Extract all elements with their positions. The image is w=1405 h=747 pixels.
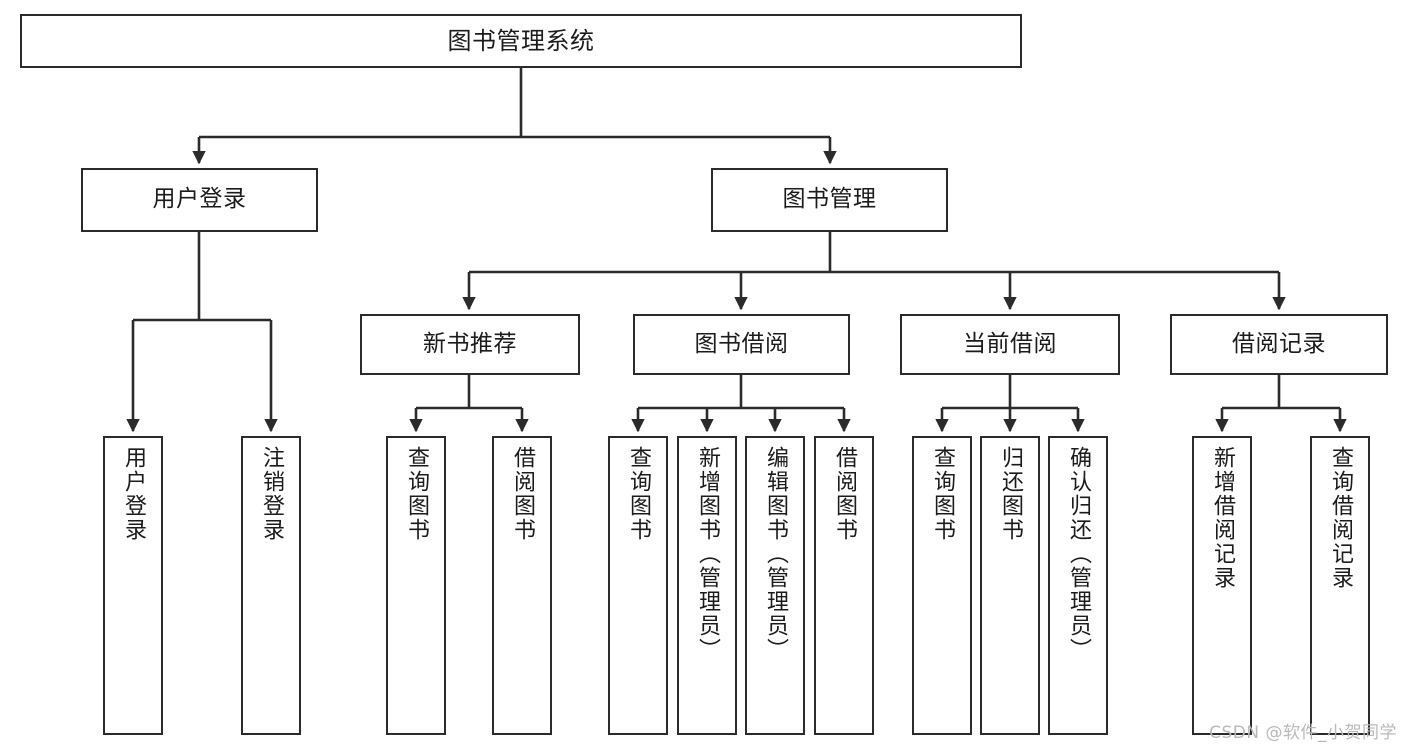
node-root-system[interactable]: 图书管理系统 [20, 14, 1022, 68]
node-user-login[interactable]: 用户登录 [81, 168, 318, 232]
leaf-query-book-recommend[interactable]: 查询图书 [386, 436, 446, 735]
node-label: 查询图书 [930, 446, 955, 542]
node-label: 查询借阅记录 [1328, 446, 1353, 590]
node-label: 当前借阅 [963, 330, 1057, 357]
node-label: 新增借阅记录 [1210, 446, 1235, 590]
leaf-borrow-book-recommend[interactable]: 借阅图书 [492, 436, 552, 735]
node-label: 新书推荐 [423, 330, 517, 357]
node-label: 查询图书 [404, 446, 429, 542]
leaf-query-book-borrow[interactable]: 查询图书 [608, 436, 668, 735]
node-book-borrow[interactable]: 图书借阅 [633, 314, 850, 375]
node-label: 注销登录 [259, 446, 284, 542]
node-new-book-recommend[interactable]: 新书推荐 [360, 314, 580, 375]
leaf-edit-book[interactable]: 编辑图书（管理员） [745, 436, 805, 735]
node-label: 借阅图书 [832, 446, 857, 542]
leaf-user-login[interactable]: 用户登录 [103, 436, 163, 735]
watermark-text: CSDN @软件_小贺同学 [1209, 723, 1397, 743]
leaf-return-book[interactable]: 归还图书 [980, 436, 1040, 735]
leaf-query-borrow-record[interactable]: 查询借阅记录 [1310, 436, 1370, 735]
node-borrow-record[interactable]: 借阅记录 [1170, 314, 1388, 375]
node-label: 图书管理系统 [447, 26, 595, 55]
leaf-borrow-book[interactable]: 借阅图书 [814, 436, 874, 735]
node-label: 图书借阅 [694, 330, 789, 357]
node-book-manage[interactable]: 图书管理 [711, 168, 948, 232]
node-label: 归还图书 [998, 446, 1023, 542]
node-current-borrow[interactable]: 当前借阅 [900, 314, 1120, 375]
leaf-add-book[interactable]: 新增图书（管理员） [677, 436, 737, 735]
node-label: 借阅记录 [1232, 330, 1326, 357]
node-label: 确认归还（管理员） [1066, 446, 1091, 662]
node-label: 借阅图书 [510, 446, 535, 542]
leaf-add-borrow-record[interactable]: 新增借阅记录 [1192, 436, 1252, 735]
leaf-query-book-current[interactable]: 查询图书 [912, 436, 972, 735]
leaf-confirm-return[interactable]: 确认归还（管理员） [1048, 436, 1108, 735]
node-label: 用户登录 [121, 446, 146, 542]
node-label: 新增图书（管理员） [695, 446, 720, 662]
node-label: 用户登录 [152, 186, 247, 213]
node-label: 编辑图书（管理员） [763, 446, 788, 662]
leaf-logout-login[interactable]: 注销登录 [241, 436, 301, 735]
node-label: 查询图书 [626, 446, 651, 542]
node-label: 图书管理 [782, 186, 877, 213]
